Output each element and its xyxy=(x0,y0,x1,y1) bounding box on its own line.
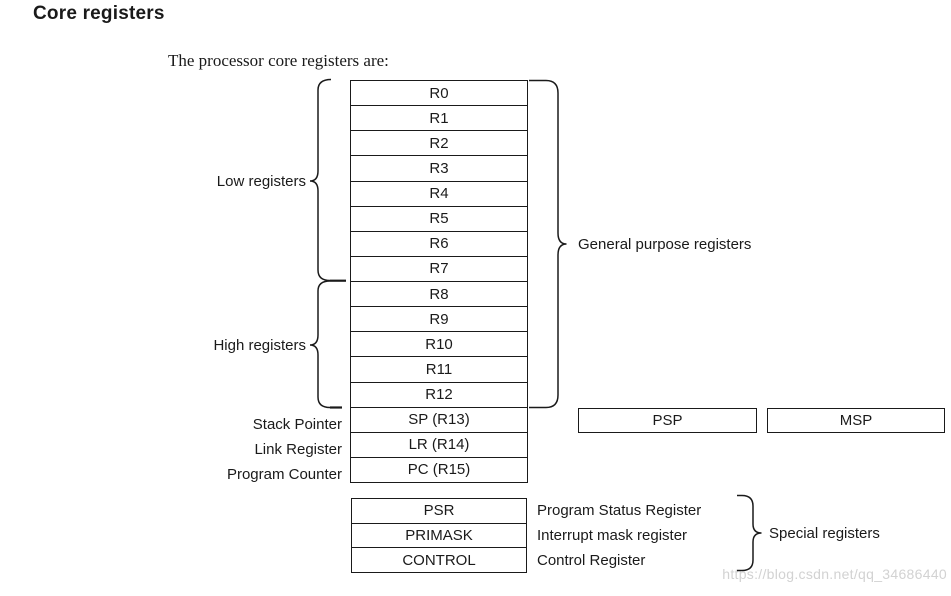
register-cell: LR (R14) xyxy=(351,431,527,457)
special-registers-label: Special registers xyxy=(769,525,880,542)
register-cell: R8 xyxy=(351,281,527,306)
psp-box: PSP xyxy=(578,408,757,433)
special-register-cell: CONTROL xyxy=(352,547,526,572)
page-title: Core registers xyxy=(33,3,165,24)
register-cell: R5 xyxy=(351,205,527,231)
special-register-cell: PSR xyxy=(423,502,455,520)
stack-pointer-label: Stack Pointer xyxy=(252,416,342,433)
low-registers-brace xyxy=(309,78,332,282)
high-registers-brace xyxy=(309,280,331,409)
register-cell: R9 xyxy=(351,306,527,331)
register-cell: R6 xyxy=(351,230,527,256)
program-counter-label: Program Counter xyxy=(226,466,342,483)
register-cell: SP (R13) xyxy=(351,406,527,432)
register-description: Control Register xyxy=(537,552,646,569)
low-registers-label: Low registers xyxy=(216,173,306,190)
register-cell: R10 xyxy=(351,331,527,356)
register-cell: R11 xyxy=(351,356,527,381)
msp-box: MSP xyxy=(767,408,945,433)
high-registers-label: High registers xyxy=(213,337,306,354)
register-cell: R7 xyxy=(351,255,527,281)
register-cell: R4 xyxy=(351,180,527,206)
register-cell: R0 xyxy=(429,84,449,102)
register-cell: PC (R15) xyxy=(351,456,527,482)
link-register-label: Link Register xyxy=(254,441,342,458)
register-cell: R3 xyxy=(351,155,527,180)
general-purpose-brace xyxy=(529,79,567,409)
register-cell: R12 xyxy=(351,381,527,407)
general-purpose-label: General purpose registers xyxy=(578,236,752,253)
register-cell: R2 xyxy=(351,130,527,155)
register-description: Interrupt mask register xyxy=(537,527,688,544)
register-cell: R1 xyxy=(351,105,527,130)
special-register-cell: PRIMASK xyxy=(352,522,526,548)
register-description: Program Status Register xyxy=(537,502,702,519)
watermark: https://blog.csdn.net/qq_34686440 xyxy=(722,566,947,582)
intro-text: The processor core registers are: xyxy=(168,51,389,70)
